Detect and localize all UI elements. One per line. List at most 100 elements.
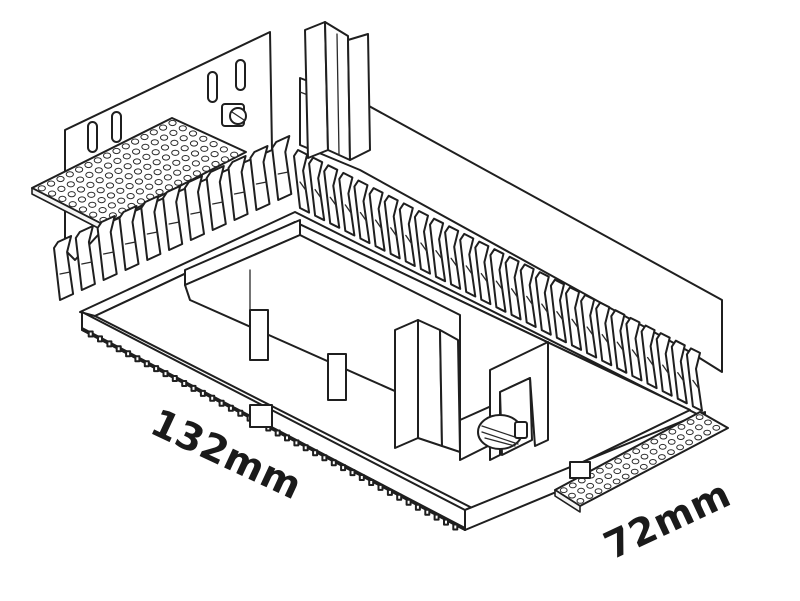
perforation-hole — [125, 183, 134, 190]
perforation-hole — [103, 152, 112, 159]
perforation-hole — [595, 478, 604, 484]
perforation-hole — [94, 167, 103, 174]
serration-tooth — [171, 375, 178, 382]
perforation-hole — [134, 178, 144, 185]
perforation-hole — [113, 157, 122, 164]
perforation-hole — [68, 201, 77, 208]
perforation-hole — [163, 174, 172, 181]
cooling-fin — [162, 185, 184, 251]
perforation-hole — [56, 175, 65, 183]
perforation-hole — [188, 130, 198, 137]
perforation-hole — [596, 467, 604, 474]
serration-tooth — [340, 464, 347, 472]
fin-slot — [168, 221, 180, 225]
perforation-hole — [704, 419, 712, 426]
perforation-hole — [153, 169, 162, 176]
perforation-hole — [160, 144, 170, 151]
perforation-hole — [230, 151, 239, 158]
perforation-hole — [650, 438, 659, 445]
perforation-hole — [695, 414, 704, 421]
fin-slot — [480, 272, 489, 283]
perforation-hole — [66, 181, 75, 188]
cooling-fin — [74, 225, 96, 291]
fin-slot — [59, 271, 71, 275]
serration-tooth — [134, 355, 141, 363]
bracket-slot — [235, 59, 246, 91]
fin-slot — [556, 311, 564, 321]
serration-tooth — [414, 503, 421, 511]
perforation-hole — [93, 157, 102, 164]
serration-tooth — [199, 389, 206, 397]
perforation-holes — [559, 414, 721, 504]
perforation-hole — [201, 155, 210, 162]
fin-slot — [631, 349, 640, 360]
perforation-hole — [164, 184, 173, 191]
serration-tooth — [153, 365, 160, 373]
perforation-hole — [152, 159, 161, 166]
cooling-fin — [96, 215, 118, 281]
fin-slot — [81, 261, 93, 265]
perforation-hole — [639, 463, 648, 470]
perforation-hole — [105, 182, 115, 189]
fin-slot — [212, 201, 224, 205]
perforation-hole — [114, 167, 123, 174]
perforation-hole — [568, 482, 577, 489]
perforation-hole — [179, 135, 188, 142]
bottom-tab — [249, 404, 273, 428]
fin-slot — [450, 257, 458, 268]
perforation-hole — [135, 188, 144, 195]
perforation-hole — [631, 458, 640, 465]
serration-tooth — [106, 340, 113, 348]
fin-slot — [255, 181, 268, 185]
perforation-hole — [621, 473, 630, 480]
perforation-hole — [586, 482, 595, 489]
fin-slot — [146, 231, 159, 235]
fin-slot — [571, 318, 579, 329]
perforation-hole — [123, 163, 132, 170]
perforation-hole — [623, 453, 631, 460]
perforation-hole — [219, 146, 228, 153]
perforation-hole — [132, 158, 142, 165]
cooling-fin — [308, 156, 326, 222]
fin-slot — [465, 265, 473, 276]
cooling-fin — [595, 301, 613, 367]
perforation-hole — [695, 424, 703, 431]
perforation-hole — [585, 493, 594, 499]
serration-tooth — [368, 479, 375, 486]
serration-tooth — [181, 380, 188, 387]
perforation-hole — [613, 468, 622, 475]
cooling-fin — [549, 278, 567, 344]
perforation-hole — [202, 165, 211, 172]
left-perforated-tab — [31, 117, 247, 232]
cooling-fin — [489, 248, 507, 313]
fin-slot — [420, 242, 428, 253]
perforation-hole — [87, 191, 96, 198]
cooling-fin — [383, 194, 401, 260]
perforation-hole — [149, 129, 158, 136]
perforation-hole — [132, 148, 141, 155]
cooling-fin — [459, 232, 477, 298]
perforation-hole — [190, 150, 200, 157]
cooling-fin — [249, 145, 271, 211]
perforation-hole — [162, 164, 172, 171]
cooling-fin — [655, 332, 673, 397]
serration-tooth — [349, 469, 356, 477]
serration-tooth — [312, 449, 319, 457]
perforation-hole — [183, 174, 192, 182]
perforation-hole — [676, 434, 685, 441]
perforation-hole — [106, 192, 116, 199]
perforation-hole — [603, 483, 612, 490]
perforation-hole — [658, 454, 666, 460]
perforation-hole — [694, 434, 703, 441]
bottom-tabs — [249, 404, 591, 479]
perforation-hole — [85, 171, 94, 178]
perforation-hole — [78, 206, 88, 213]
perforation-hole — [210, 151, 219, 158]
cooling-fin — [293, 149, 311, 214]
fin-slot — [344, 204, 353, 215]
fin-slot — [526, 295, 534, 306]
side-screw — [477, 414, 528, 450]
perforation-hole — [65, 171, 74, 178]
